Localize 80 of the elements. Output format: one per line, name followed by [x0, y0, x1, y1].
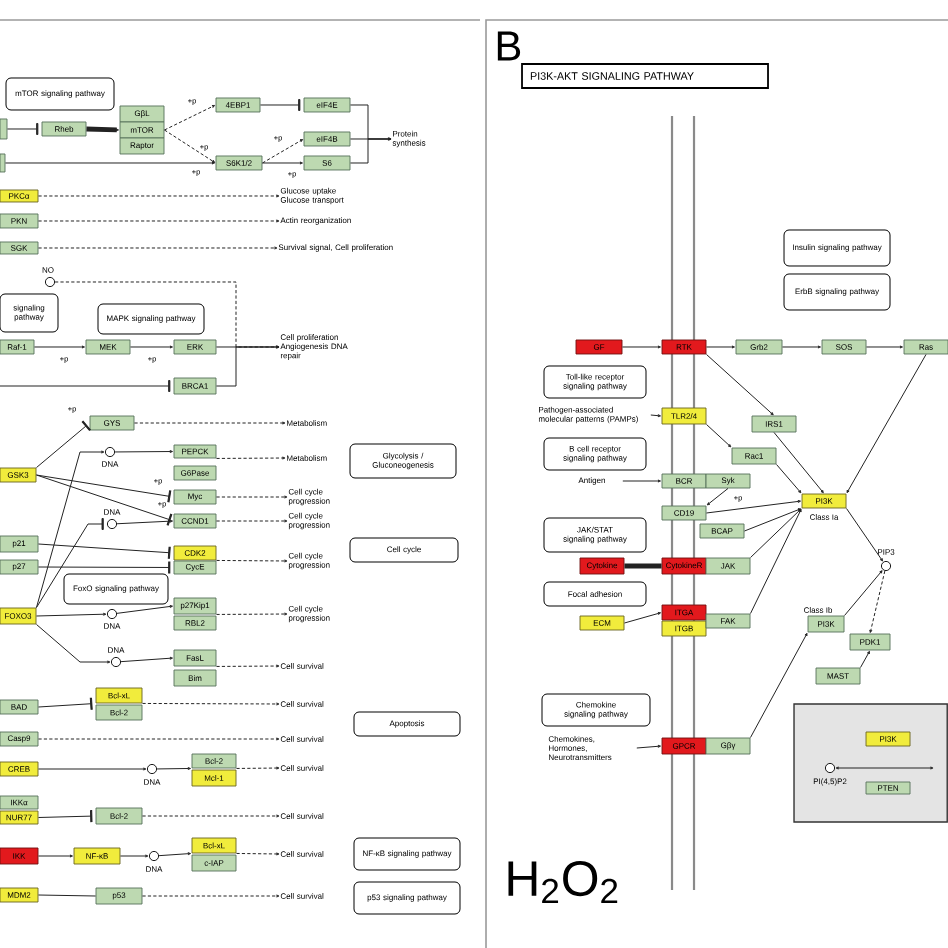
- arrow: [781, 345, 821, 349]
- arrow: [235, 766, 280, 770]
- arrow: [37, 246, 278, 250]
- arrow: [37, 737, 280, 741]
- arrow: [622, 479, 661, 483]
- arrow: [156, 767, 191, 770]
- arrow: [705, 423, 732, 448]
- arrow: [865, 345, 903, 349]
- arrow: [158, 852, 191, 857]
- arrow: [650, 414, 661, 418]
- arrow: [775, 463, 802, 494]
- arrow: [859, 650, 870, 669]
- arrow: [141, 894, 280, 898]
- arrow: [133, 421, 286, 425]
- panel-letter: B: [497, 31, 521, 61]
- arrow: [846, 353, 927, 494]
- arrow: [749, 508, 802, 559]
- inhibition-arrow: [37, 697, 93, 710]
- inhibition-arrow: [35, 474, 173, 526]
- arrow: [843, 570, 883, 617]
- inhibition-arrow: [37, 543, 171, 559]
- gene-box: [0, 153, 6, 173]
- arrow: [116, 519, 173, 525]
- arrow: [215, 612, 288, 616]
- inhibition-arrow: [259, 99, 301, 111]
- arrow: [141, 814, 280, 818]
- arrow: [86, 126, 119, 133]
- arrow: [163, 129, 216, 163]
- arrow: [235, 852, 280, 856]
- arrow: [141, 702, 280, 706]
- arrow: [114, 450, 173, 453]
- arrow: [37, 767, 147, 771]
- arrow: [261, 139, 304, 164]
- arrow: [37, 854, 73, 858]
- double-arrow: [835, 766, 934, 770]
- arrow: [636, 744, 661, 749]
- inhibition-arrow: [0, 380, 171, 392]
- arrow: [705, 499, 801, 514]
- arrow: [845, 507, 883, 562]
- inhibition-arrow: [6, 123, 39, 135]
- inhibition-arrow: [35, 420, 91, 469]
- inhibition-arrow: [35, 518, 104, 609]
- line: [624, 563, 662, 569]
- arrow: [749, 632, 808, 739]
- arrow: [35, 450, 105, 609]
- line: [37, 894, 97, 897]
- arrow: [215, 519, 288, 523]
- arrow: [261, 161, 303, 165]
- arrow: [743, 508, 802, 532]
- arrow: [215, 559, 288, 563]
- arrow: [129, 345, 173, 349]
- arrow: [705, 345, 735, 349]
- arrow: [706, 487, 729, 506]
- inhibition-arrow: [35, 474, 172, 503]
- arrow: [215, 345, 280, 387]
- treatment-label: H$_{2}$O$_{2}$: [508, 860, 618, 904]
- arrow: [163, 105, 216, 131]
- inset-panel: [793, 703, 948, 823]
- inhibition-arrow: [37, 810, 93, 823]
- arrow: [349, 137, 392, 164]
- arrow: [621, 345, 661, 349]
- arrow: [705, 353, 774, 416]
- arrow: [33, 345, 85, 349]
- arrow: [623, 612, 661, 624]
- arrow: [749, 508, 802, 615]
- arrow: [37, 219, 280, 223]
- arrow: [215, 495, 288, 499]
- arrow: [35, 623, 111, 664]
- arrow: [120, 656, 173, 663]
- gene-box: [0, 118, 8, 140]
- arrow: [215, 664, 280, 668]
- arrow: [215, 456, 286, 460]
- inhibition-arrow: [37, 561, 171, 574]
- arrow: [37, 194, 280, 198]
- arrow: [773, 431, 824, 494]
- arrow: [116, 604, 173, 614]
- arrow: [119, 854, 149, 858]
- arrow: [35, 612, 107, 617]
- arrow: [869, 570, 886, 633]
- arrow: [4, 161, 215, 165]
